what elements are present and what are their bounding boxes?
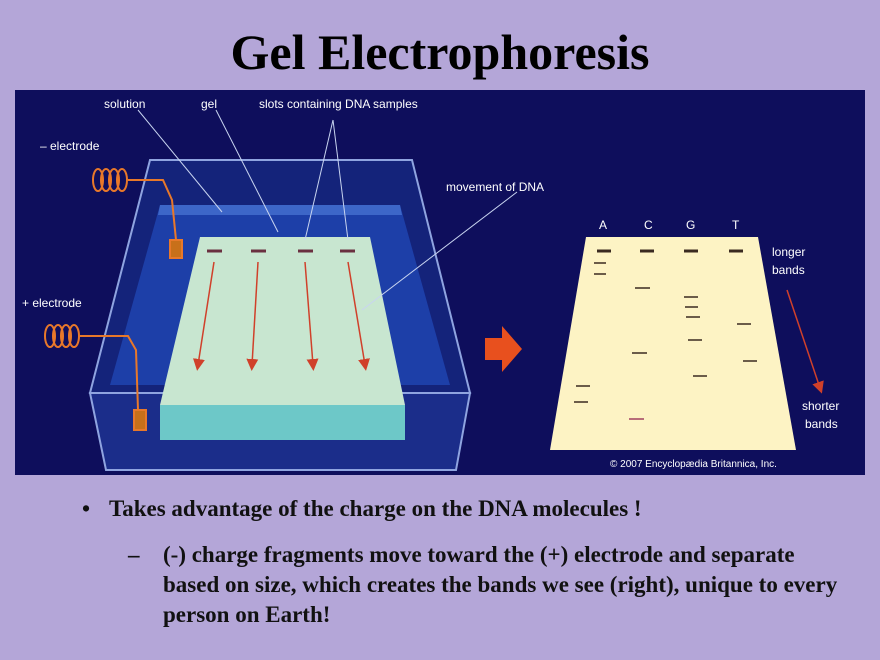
label-slots: slots containing DNA samples [259,97,418,111]
slide-title: Gel Electrophoresis [230,24,650,80]
gel-electrophoresis-figure: solution gel slots containing DNA sample… [15,90,865,475]
lane-label-a: A [599,218,607,232]
dna-movement-arrows [192,261,370,371]
movement-arrow [246,261,259,371]
label-gel: gel [201,97,217,111]
positive-electrode-icon [44,324,147,431]
label-solution: solution [104,97,145,111]
label-longer: longer [772,245,805,259]
negative-electrode-icon [92,168,183,259]
label-positive-electrode: + electrode [22,296,82,310]
label-shorter-bands: bands [805,417,838,431]
bullet-text: Takes advantage of the charge on the DNA… [109,496,642,521]
size-direction-arrow [786,289,824,394]
lane-label-c: C [644,218,653,232]
gel-side [160,405,405,440]
lane-label-t: T [732,218,740,232]
label-longer-bands: bands [772,263,805,277]
electrophoresis-tank [88,159,472,471]
copyright: © 2007 Encyclopædia Britannica, Inc. [610,459,777,470]
dna-bands [574,249,757,420]
label-negative-electrode: – electrode [40,139,100,153]
gel [160,237,405,405]
label-pointers [137,109,518,311]
bullet-marker: • [82,496,91,521]
result-gel [550,237,796,450]
sub-bullet-marker: – [128,542,140,567]
label-movement: movement of DNA [446,180,544,194]
movement-arrow [347,261,370,371]
label-shorter: shorter [802,399,839,413]
movement-arrow [304,261,319,371]
lane-label-g: G [686,218,695,232]
movement-arrow [192,261,215,371]
right-arrow-icon [485,326,522,372]
sub-bullet-text: (-) charge fragments move toward the (+)… [163,542,838,627]
